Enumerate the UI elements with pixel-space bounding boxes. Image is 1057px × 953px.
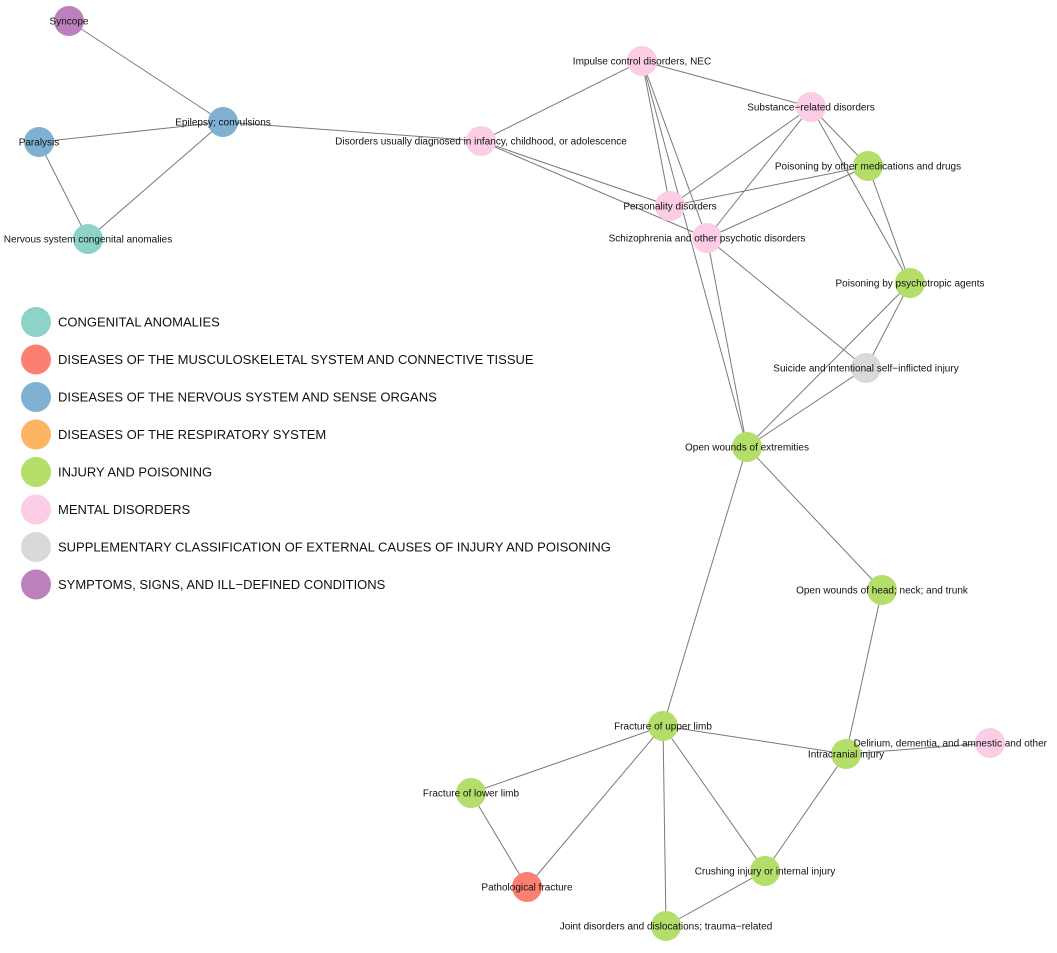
node-personality[interactable]: [655, 191, 685, 221]
node-substance[interactable]: [796, 92, 826, 122]
edge-fracture_upper-intracranial: [662, 725, 847, 755]
legend-label-musculoskeletal: DISEASES OF THE MUSCULOSKELETAL SYSTEM A…: [58, 352, 534, 367]
edge-crushing-joint: [665, 870, 766, 927]
edge-poison_meds-schizo: [706, 165, 869, 239]
edge-fracture_upper-crushing: [662, 725, 766, 872]
edge-substance-schizo: [706, 106, 812, 239]
node-syncope[interactable]: [54, 6, 84, 36]
legend-label-external: SUPPLEMENTARY CLASSIFICATION OF EXTERNAL…: [58, 540, 611, 555]
node-label-poison_meds: Poisoning by other medications and drugs: [775, 162, 961, 173]
legend-label-mental: MENTAL DISORDERS: [58, 502, 191, 517]
edge-infancy-schizo: [480, 140, 708, 239]
edge-intracranial-crushing: [764, 753, 847, 872]
node-label-infancy: Disorders usually diagnosed in infancy, …: [335, 137, 627, 148]
node-intracranial[interactable]: [831, 739, 861, 769]
legend-swatch-external: [21, 532, 51, 562]
node-crushing[interactable]: [750, 856, 780, 886]
legend-label-injury: INJURY AND POISONING: [58, 465, 212, 480]
edge-poison_psycho-wounds_ext: [746, 282, 911, 448]
edge-fracture_upper-joint: [662, 725, 667, 927]
node-label-delirium: Delirium, dementia, and amnestic and oth…: [854, 739, 1048, 750]
node-suicide[interactable]: [851, 353, 881, 383]
edge-impulse-personality: [641, 60, 671, 207]
edge-infancy-impulse: [480, 60, 643, 142]
edge-fracture_upper-fracture_lower: [470, 725, 664, 794]
node-label-schizo: Schizophrenia and other psychotic disord…: [609, 234, 806, 245]
edge-impulse-wounds_ext: [641, 60, 748, 448]
edge-paralysis-nervous_congenital: [38, 141, 89, 240]
node-wounds_ext[interactable]: [732, 432, 762, 462]
legend: CONGENITAL ANOMALIES DISEASES OF THE MUSC…: [21, 307, 611, 600]
edge-fracture_lower-pathological: [470, 792, 528, 888]
node-poison_meds[interactable]: [853, 151, 883, 181]
node-label-fracture_lower: Fracture of lower limb: [423, 789, 520, 800]
legend-swatch-musculoskeletal: [21, 344, 51, 375]
node-label-impulse: Impulse control disorders, NEC: [573, 57, 711, 68]
edge-schizo-wounds_ext: [706, 237, 748, 448]
edge-suicide-wounds_ext: [746, 367, 867, 448]
node-delirium[interactable]: [975, 728, 1005, 758]
node-label-personality: Personality disorders: [623, 202, 716, 213]
node-fracture_upper[interactable]: [648, 711, 678, 741]
node-label-syncope: Syncope: [50, 17, 89, 28]
edge-epilepsy-paralysis: [38, 121, 224, 143]
node-label-paralysis: Paralysis: [19, 138, 60, 149]
node-wounds_head[interactable]: [867, 575, 897, 605]
legend-swatch-respiratory: [21, 419, 51, 450]
legend-label-congenital: CONGENITAL ANOMALIES: [58, 315, 220, 330]
edge-substance-poison_psycho: [810, 106, 911, 284]
edges-layer: [38, 20, 991, 927]
node-epilepsy[interactable]: [208, 107, 238, 137]
node-label-suicide: Suicide and intentional self−inflicted i…: [773, 364, 958, 375]
node-infancy[interactable]: [466, 126, 496, 156]
node-label-fracture_upper: Fracture of upper limb: [614, 722, 712, 733]
legend-swatch-mental: [21, 494, 51, 525]
node-nervous_congenital[interactable]: [73, 224, 103, 254]
node-impulse[interactable]: [627, 46, 657, 76]
node-schizo[interactable]: [692, 223, 722, 253]
node-fracture_lower[interactable]: [456, 778, 486, 808]
edge-syncope-epilepsy: [68, 20, 224, 123]
node-label-crushing: Crushing injury or internal injury: [695, 867, 836, 878]
node-joint[interactable]: [651, 911, 681, 941]
node-label-epilepsy: Epilepsy; convulsions: [175, 118, 271, 129]
edge-poison_psycho-suicide: [865, 282, 911, 369]
node-label-wounds_head: Open wounds of head; neck; and trunk: [796, 586, 969, 597]
edge-poison_meds-personality: [669, 165, 869, 207]
edge-wounds_ext-fracture_upper: [662, 446, 748, 727]
legend-swatch-nervous: [21, 382, 51, 412]
node-pathological[interactable]: [512, 872, 542, 902]
edge-impulse-schizo: [641, 60, 708, 239]
node-paralysis[interactable]: [24, 127, 54, 157]
node-label-nervous_congenital: Nervous system congenital anomalies: [4, 235, 172, 246]
node-label-wounds_ext: Open wounds of extremities: [685, 443, 809, 454]
edge-intracranial-delirium: [845, 742, 991, 755]
legend-label-symptoms: SYMPTOMS, SIGNS, AND ILL−DEFINED CONDITI…: [58, 577, 386, 592]
edge-epilepsy-nervous_congenital: [87, 121, 224, 240]
legend-label-nervous: DISEASES OF THE NERVOUS SYSTEM AND SENSE…: [58, 390, 437, 405]
edge-epilepsy-infancy: [222, 121, 482, 142]
edge-fracture_upper-pathological: [526, 725, 664, 888]
node-label-pathological: Pathological fracture: [481, 883, 573, 894]
legend-swatch-symptoms: [21, 569, 51, 600]
edge-poison_meds-poison_psycho: [867, 165, 911, 284]
legend-label-respiratory: DISEASES OF THE RESPIRATORY SYSTEM: [58, 427, 326, 442]
node-poison_psycho[interactable]: [895, 268, 925, 298]
node-label-joint: Joint disorders and dislocations; trauma…: [560, 922, 773, 933]
edge-wounds_head-intracranial: [845, 589, 883, 755]
edge-infancy-personality: [480, 140, 671, 207]
node-label-intracranial: Intracranial injury: [808, 750, 884, 761]
legend-swatch-congenital: [21, 307, 51, 337]
edge-substance-personality: [669, 106, 812, 207]
node-label-poison_psycho: Poisoning by psychotropic agents: [836, 279, 985, 290]
legend-swatch-injury: [21, 457, 51, 487]
node-label-substance: Substance−related disorders: [747, 103, 875, 114]
edge-impulse-substance: [641, 60, 812, 108]
edge-wounds_ext-wounds_head: [746, 446, 883, 591]
edge-schizo-suicide: [706, 237, 867, 369]
